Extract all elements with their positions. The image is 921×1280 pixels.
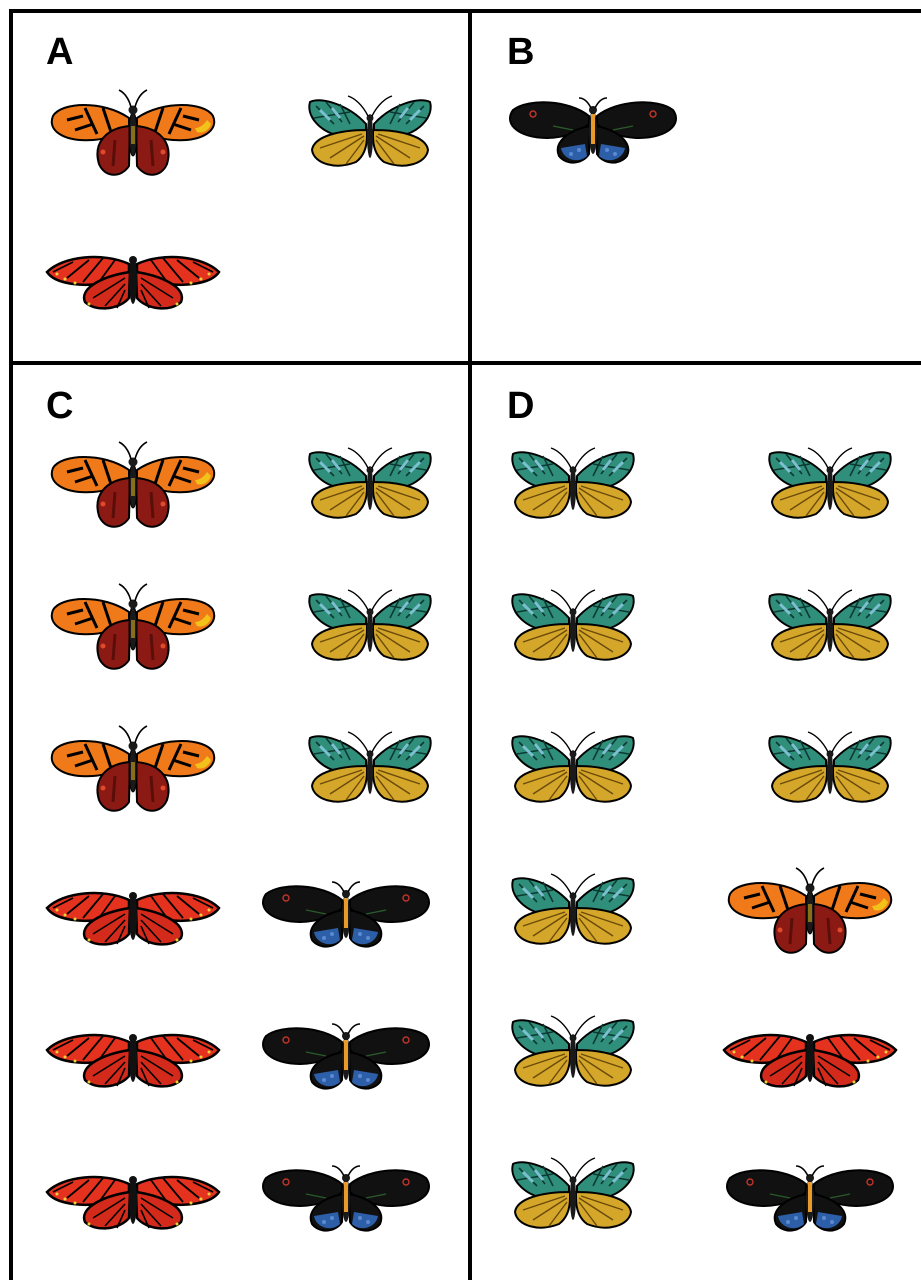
- butterfly-teal-yellow: [510, 446, 636, 520]
- butterfly-teal-yellow: [307, 446, 433, 520]
- butterfly-orange-monarch: [50, 88, 216, 177]
- butterfly-black-blue: [262, 1165, 430, 1232]
- panel-b-label: B: [507, 31, 534, 73]
- butterfly-black-blue: [509, 97, 677, 164]
- butterfly-black-blue: [726, 1165, 894, 1232]
- butterfly-red-viceroy: [722, 1032, 898, 1088]
- butterfly-red-viceroy: [45, 1174, 221, 1230]
- butterfly-red-viceroy: [45, 1032, 221, 1088]
- butterfly-black-blue: [262, 881, 430, 948]
- outer-border: [9, 9, 921, 1280]
- panel-b: [509, 97, 677, 164]
- butterfly-teal-yellow: [767, 588, 893, 662]
- panel-c: [45, 440, 433, 1232]
- butterfly-orange-monarch: [50, 440, 216, 529]
- butterfly-orange-monarch: [50, 724, 216, 813]
- butterfly-teal-yellow: [307, 730, 433, 804]
- butterfly-teal-yellow: [510, 1156, 636, 1230]
- panel-a: [45, 88, 433, 310]
- butterfly-red-viceroy: [45, 254, 221, 310]
- butterfly-teal-yellow: [307, 588, 433, 662]
- panel-d: [510, 446, 898, 1232]
- butterfly-teal-yellow: [510, 872, 636, 946]
- panel-c-label: C: [46, 385, 73, 427]
- butterfly-black-blue: [262, 1023, 430, 1090]
- butterfly-orange-monarch: [727, 866, 893, 955]
- butterfly-teal-yellow: [510, 730, 636, 804]
- panel-grid: [9, 9, 921, 1280]
- butterfly-teal-yellow: [510, 1014, 636, 1088]
- panel-a-label: A: [46, 31, 73, 73]
- butterfly-teal-yellow: [510, 588, 636, 662]
- butterfly-red-viceroy: [45, 890, 221, 946]
- butterfly-orange-monarch: [50, 582, 216, 671]
- butterfly-teal-yellow: [307, 94, 433, 168]
- butterfly-teal-yellow: [767, 730, 893, 804]
- butterfly-teal-yellow: [767, 446, 893, 520]
- panel-d-label: D: [507, 385, 534, 427]
